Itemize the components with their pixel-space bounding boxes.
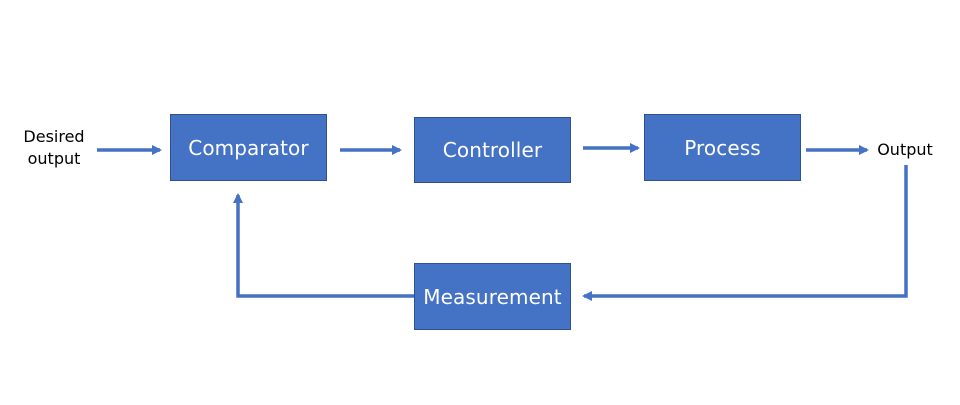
desired-output-label-line2: output — [27, 149, 81, 168]
process-block: Process — [644, 114, 801, 181]
controller-block: Controller — [414, 117, 571, 183]
measurement-block: Measurement — [414, 263, 571, 330]
desired-output-label-line1: Desired — [23, 127, 85, 146]
measurement-label: Measurement — [423, 284, 562, 309]
comparator-block: Comparator — [170, 114, 327, 181]
desired-output-label: Desired output — [16, 126, 92, 170]
arrow-measurement-to-comparator — [233, 193, 414, 298]
output-label: Output — [877, 140, 933, 159]
controller-label: Controller — [442, 138, 543, 162]
comparator-label: Comparator — [188, 135, 309, 160]
arrow-output-to-measurement — [582, 165, 908, 301]
process-label: Process — [684, 135, 761, 160]
